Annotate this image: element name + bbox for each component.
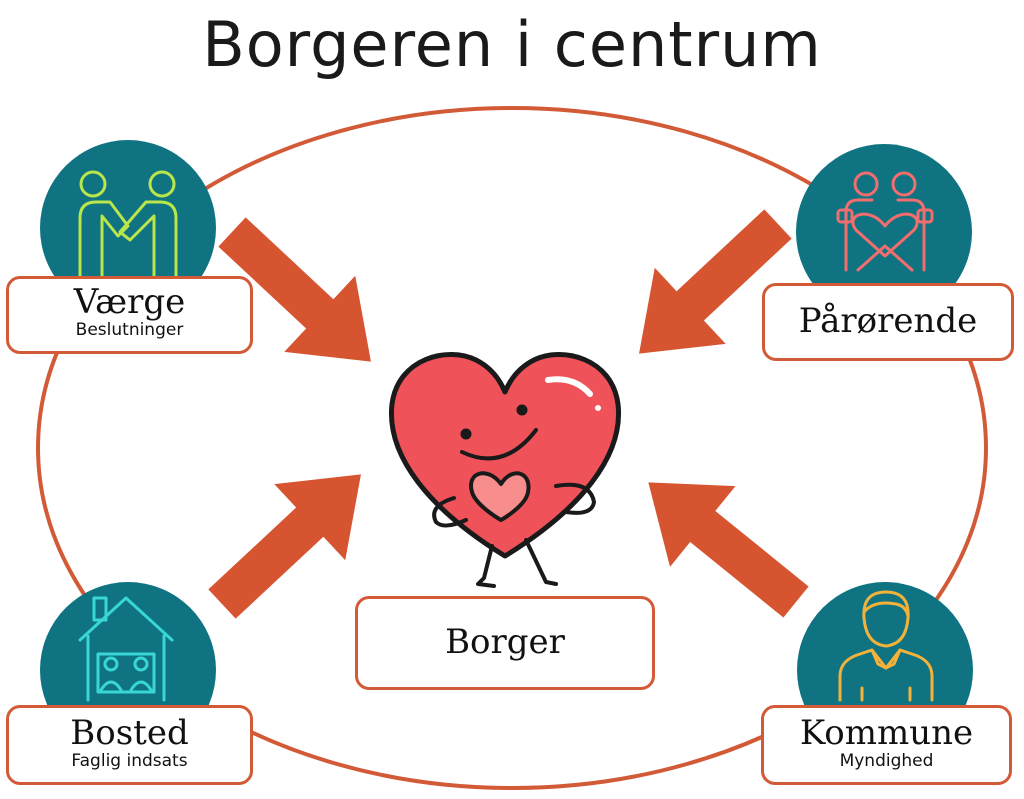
outer-ring (36, 106, 988, 790)
page-title: Borgeren i centrum (202, 8, 822, 81)
arrow-kommune-to-borger (648, 482, 809, 618)
node-kommune: Kommune Myndighed (761, 705, 1012, 785)
circle-parorende (796, 144, 972, 320)
arrow-bosted-to-borger (208, 474, 361, 619)
person-icon (838, 590, 934, 702)
heart-character-icon (388, 352, 622, 588)
node-kommune-label: Kommune (799, 713, 974, 753)
node-borger: Borger (355, 596, 655, 690)
node-parorende: Pårørende (762, 283, 1014, 361)
node-vaerge-label: Værge (73, 282, 186, 322)
house-icon (78, 596, 174, 702)
arrow-vaerge-to-borger (218, 217, 371, 362)
node-borger-label: Borger (445, 622, 565, 662)
node-vaerge-sub: Beslutninger (75, 319, 184, 340)
node-vaerge: Værge Beslutninger (6, 276, 253, 354)
node-bosted: Bosted Faglig indsats (6, 705, 253, 785)
node-kommune-sub: Myndighed (839, 750, 934, 771)
family-hug-icon (836, 171, 934, 272)
handshake-icon (78, 170, 178, 282)
node-parorende-label: Pårørende (798, 301, 978, 341)
node-bosted-label: Bosted (70, 713, 189, 753)
node-bosted-sub: Faglig indsats (71, 750, 188, 771)
arrow-parorende-to-borger (639, 209, 792, 354)
